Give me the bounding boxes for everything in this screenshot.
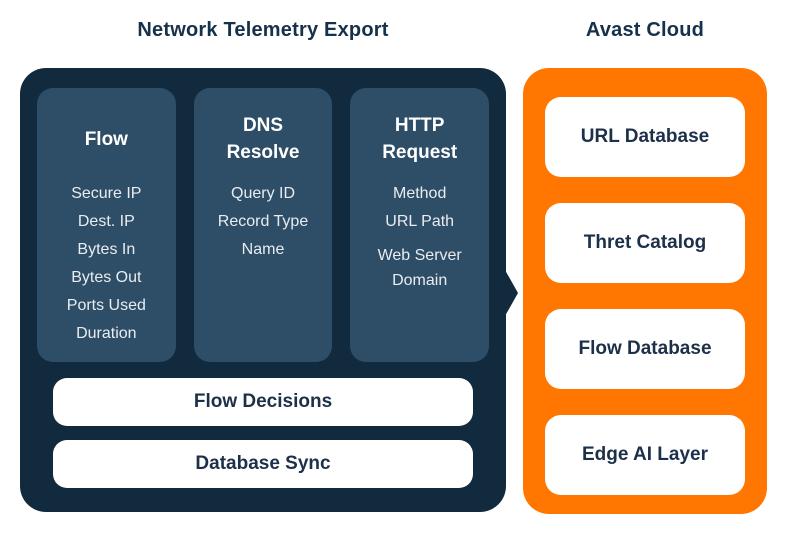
telemetry-field: Ports Used (66, 297, 146, 314)
telemetry-field: Duration (76, 325, 137, 342)
telemetry-field: Web Server Domain (377, 247, 462, 289)
cloud-box-thret-catalog: Thret Catalog (545, 203, 745, 283)
cloud-title: Avast Cloud (585, 19, 705, 41)
cloud-box-label: Thret Catalog (583, 232, 707, 253)
dns-resolve-column-items: Query ID Record Type Name (202, 180, 325, 264)
telemetry-field: Query ID (231, 185, 296, 202)
telemetry-title: Network Telemetry Export (137, 19, 389, 41)
cloud-box-url-database: URL Database (545, 97, 745, 177)
connector-arrow-icon (505, 270, 518, 316)
telemetry-field: Method (392, 185, 447, 202)
cloud-box-label: Flow Database (578, 338, 712, 359)
telemetry-panel: Flow Secure IP Dest. IP Bytes In Bytes O… (20, 68, 518, 512)
column-heading-text: DNS Resolve (226, 115, 300, 163)
flow-column: Flow Secure IP Dest. IP Bytes In Bytes O… (37, 88, 176, 362)
database-sync-label: Database Sync (195, 453, 331, 474)
telemetry-field: Secure IP (71, 185, 142, 202)
http-request-column: HTTP Request Method URL Path Web Server … (350, 88, 490, 362)
telemetry-field: URL Path (385, 213, 455, 230)
dns-resolve-column: DNS Resolve Query ID Record Type Name (193, 88, 333, 362)
database-sync-bar: Database Sync (53, 440, 473, 488)
flow-column-items: Secure IP Dest. IP Bytes In Bytes Out Po… (45, 180, 168, 348)
cloud-box-edge-ai-layer: Edge AI Layer (545, 415, 745, 495)
telemetry-field: Name (241, 241, 285, 258)
cloud-box-flow-database: Flow Database (545, 309, 745, 389)
cloud-box-label: URL Database (580, 126, 710, 147)
dns-resolve-column-heading: DNS Resolve (202, 112, 325, 168)
telemetry-field: Dest. IP (77, 213, 135, 230)
http-request-column-heading: HTTP Request (358, 112, 481, 168)
flow-decisions-bar: Flow Decisions (53, 378, 473, 426)
telemetry-field: Record Type (217, 213, 309, 230)
http-request-column-items: Method URL Path Web Server Domain (358, 180, 481, 293)
flow-column-heading: Flow (45, 112, 168, 168)
flow-decisions-label: Flow Decisions (193, 391, 333, 412)
telemetry-columns: Flow Secure IP Dest. IP Bytes In Bytes O… (37, 88, 490, 362)
telemetry-field: Bytes In (77, 241, 136, 258)
telemetry-field: Bytes Out (71, 269, 142, 286)
column-heading-text: Flow (84, 128, 128, 150)
column-heading-text: HTTP Request (382, 115, 458, 163)
cloud-box-label: Edge AI Layer (581, 444, 708, 465)
cloud-panel: URL Database Thret Catalog Flow Database… (523, 68, 767, 514)
